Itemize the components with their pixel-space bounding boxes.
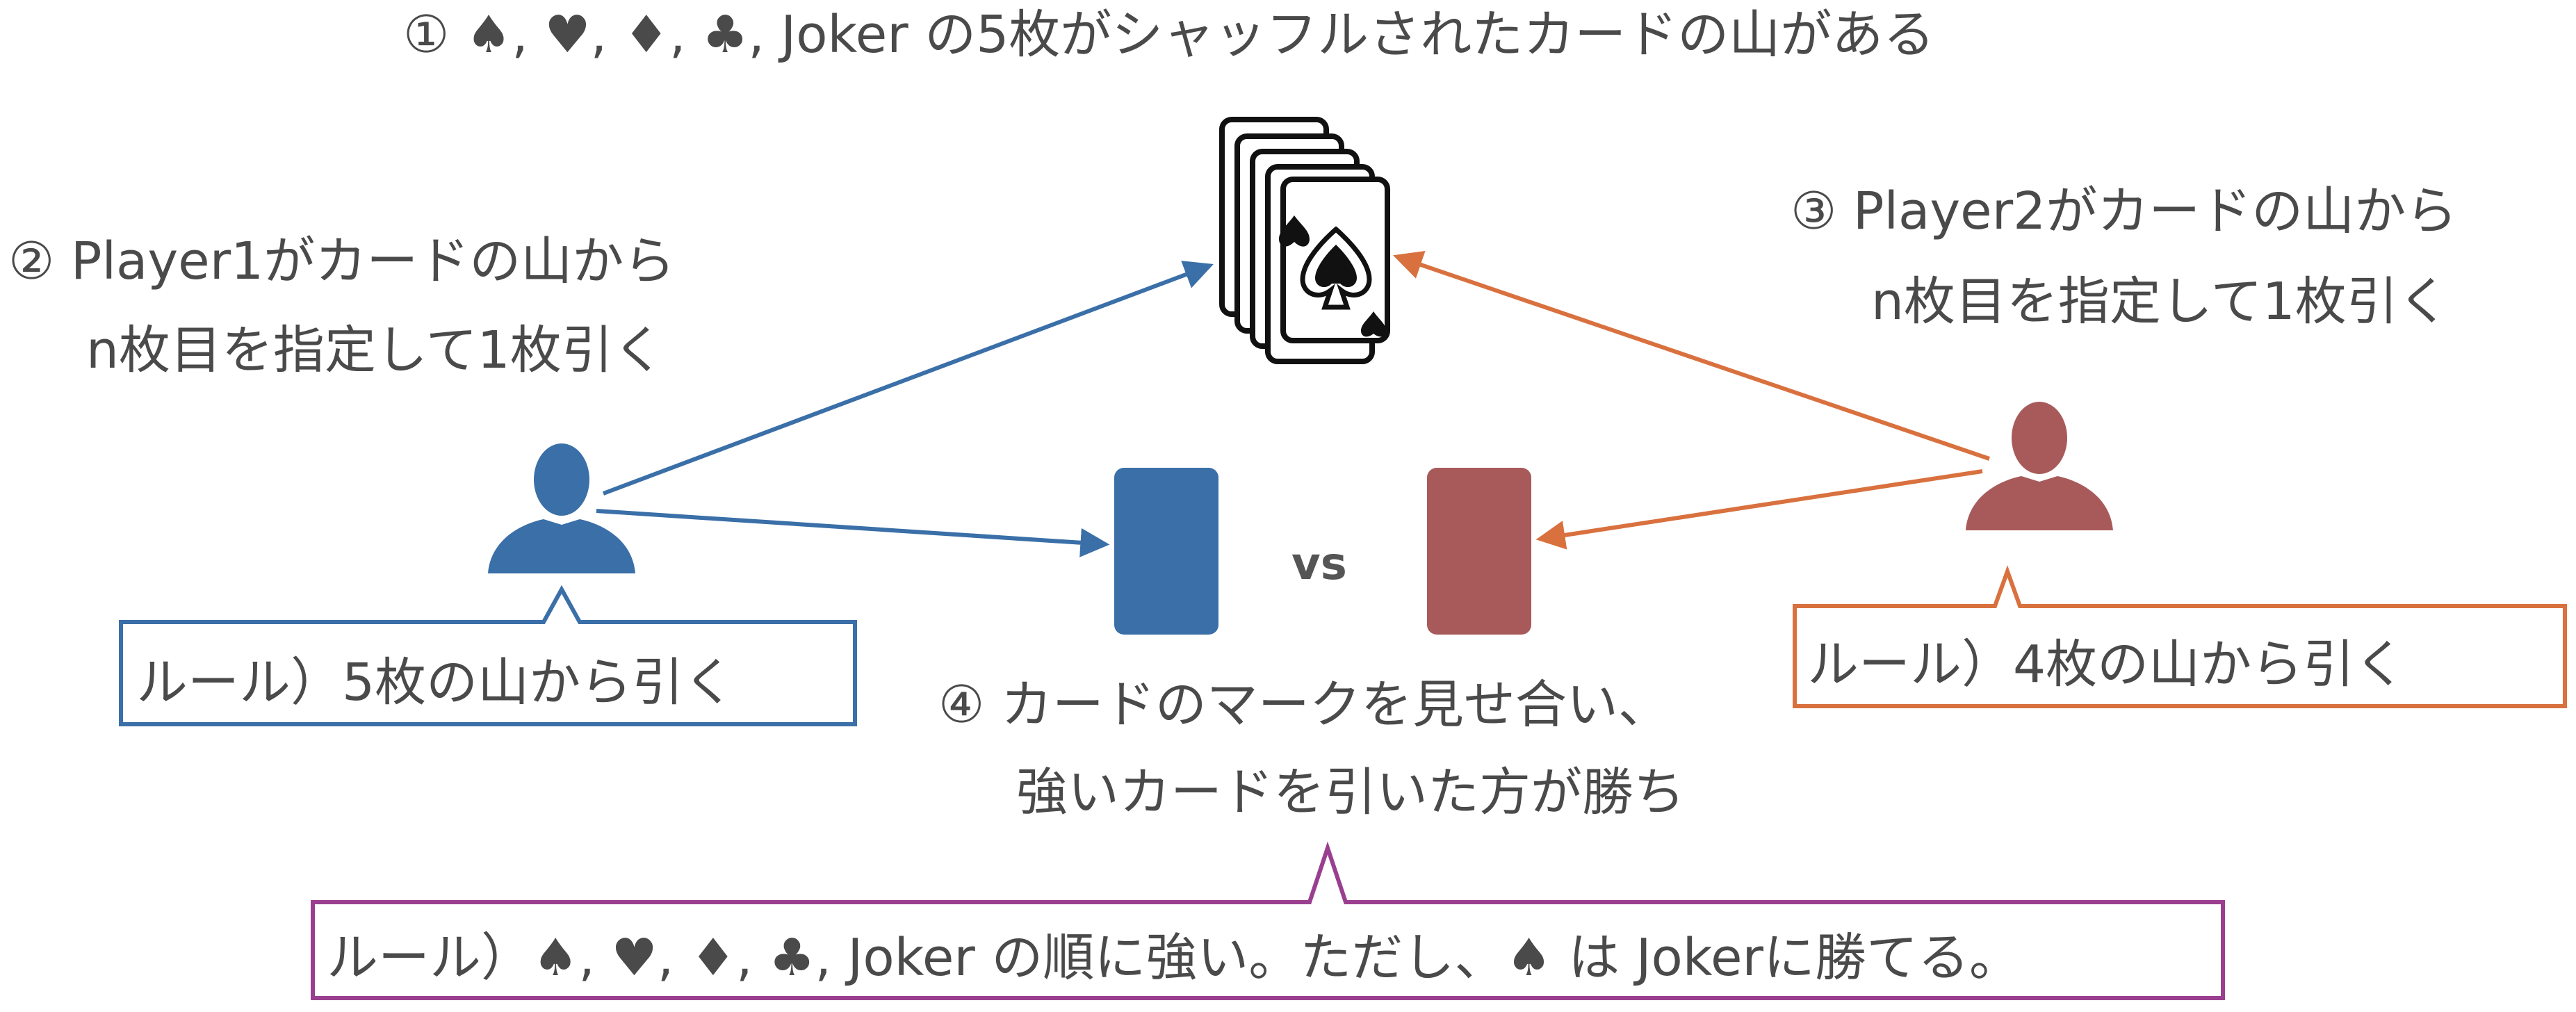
arrow-player1-to-deck [602, 261, 1214, 496]
player2-drawn-card [1427, 468, 1531, 635]
rule-global: ルール）♠, ♥, ♦, ♣, Joker の順に強い。ただし、♠ は Joke… [327, 928, 2021, 988]
arrow-player1-to-card [596, 509, 1110, 557]
step3-line1: ③ Player2がカードの山から [1791, 181, 2458, 241]
step2-line2: n枚目を指定して1枚引く [86, 320, 665, 380]
callout-player1-border [119, 585, 857, 726]
arrow-player2-to-deck [1393, 250, 1990, 461]
player1-drawn-card [1114, 468, 1218, 635]
step3-line2: n枚目を指定して1枚引く [1871, 272, 2449, 332]
rule-player1: ルール）5枚の山から引く [136, 653, 735, 712]
callout-global-border [311, 841, 2225, 1000]
step4-line2: 強いカードを引いた方が勝ち [1016, 762, 1685, 822]
player2-avatar-icon [1966, 402, 2113, 530]
playing-card-deck-icon [1219, 117, 1390, 364]
step2-line1: ② Player1がカードの山から [8, 231, 676, 291]
player1-avatar-icon [488, 443, 635, 573]
vs-label: vs [1291, 539, 1347, 590]
arrow-player2-to-card [1535, 469, 1983, 550]
rule-player2: ルール）4枚の山から引く [1807, 635, 2406, 694]
callout-player2-border [1793, 565, 2567, 708]
step1-text: ① ♠, ♥, ♦, ♣, Joker の5枚がシャッフルされたカードの山がある [403, 5, 1935, 65]
step4-line1: ④ カードのマークを見せ合い、 [938, 675, 1670, 735]
